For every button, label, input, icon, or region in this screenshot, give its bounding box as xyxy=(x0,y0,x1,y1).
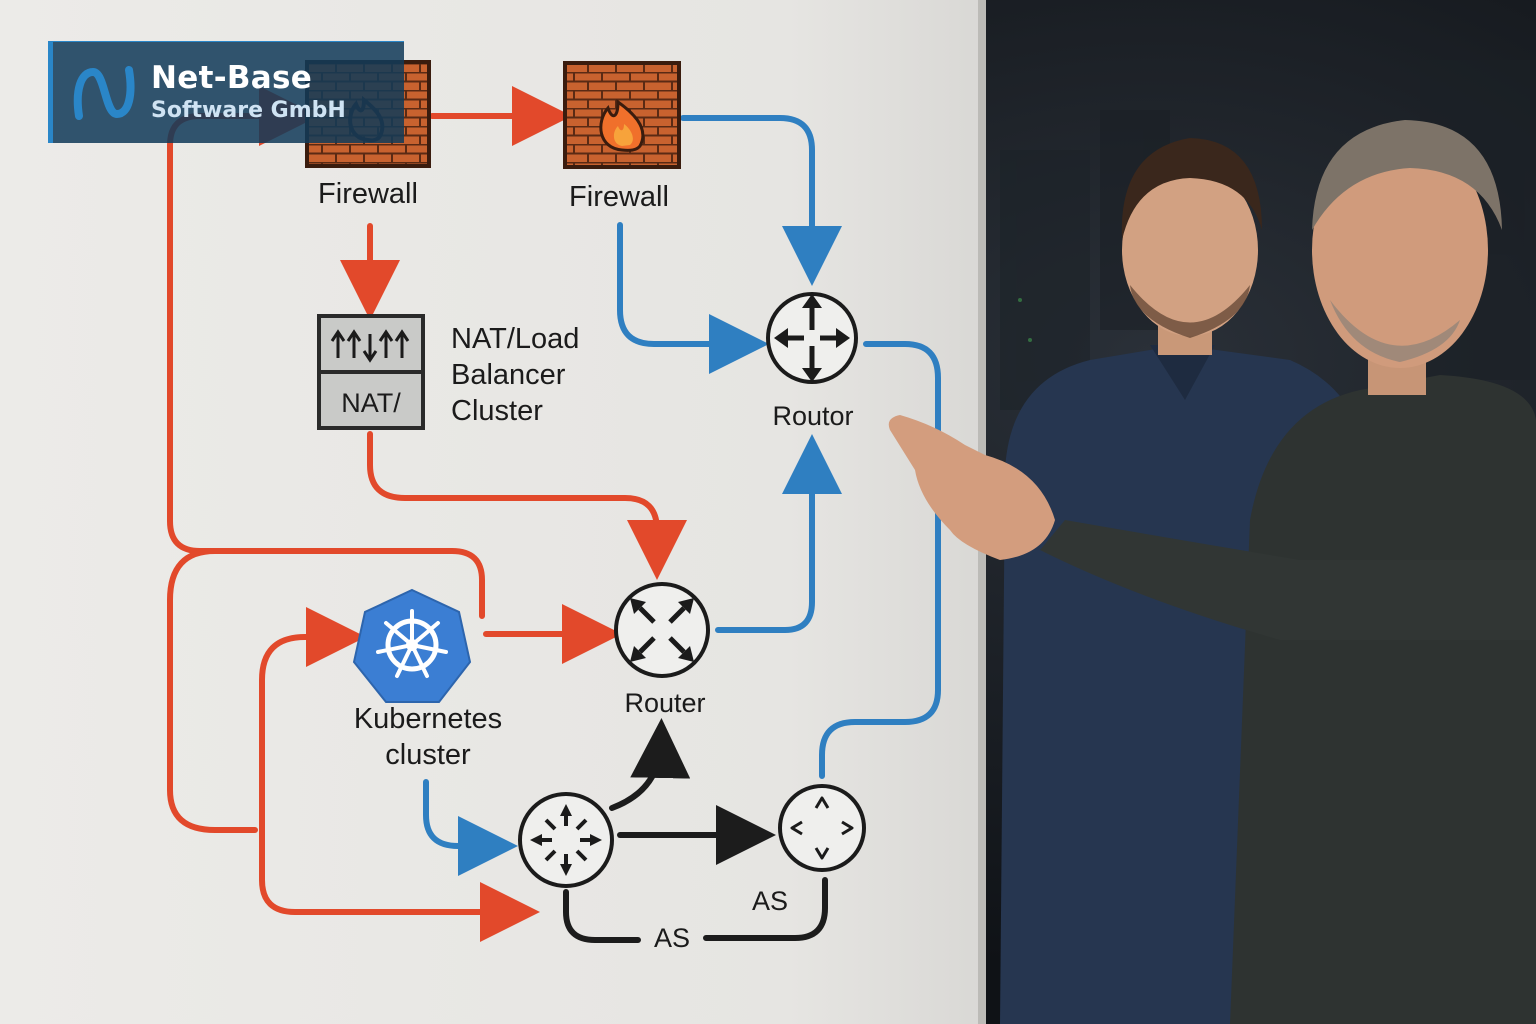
edge-router-bottom-left-to-router xyxy=(609,718,691,811)
edge-nat-to-router xyxy=(367,431,687,580)
edge-router-to-routor xyxy=(715,434,842,633)
edge-outer-loop-left xyxy=(167,548,258,833)
brand-logo: Net-Base Software GmbH xyxy=(48,41,404,143)
load-balancer-icon xyxy=(317,314,425,430)
pointing-arm xyxy=(888,415,1536,640)
router-icon xyxy=(778,784,866,872)
edge-as-connection-right xyxy=(703,877,828,941)
edge-as-connection-left xyxy=(563,889,641,943)
brand-name: Net-Base xyxy=(151,60,313,96)
edge-firewall-right-down-to-routor xyxy=(617,222,769,374)
edge-loop-to-router-bottom-left xyxy=(259,857,540,942)
router-top-label: Routor xyxy=(772,401,853,431)
router-icon xyxy=(766,292,858,384)
edge-routor-outer-loop xyxy=(819,341,941,779)
kubernetes-icon xyxy=(352,588,472,703)
person-right xyxy=(1230,120,1536,1024)
as-label-right: AS xyxy=(752,886,788,916)
whiteboard xyxy=(0,0,985,1024)
nat-label-line-3: Cluster xyxy=(451,395,543,427)
router-mid: Router xyxy=(614,582,710,718)
firewall-right-label: Firewall xyxy=(569,181,669,213)
router-icon xyxy=(614,582,710,678)
edge-loop-to-kubernetes xyxy=(259,607,366,881)
edge-kubernetes-to-router-bottom-left xyxy=(423,779,518,876)
router-bottom-right xyxy=(778,784,866,872)
kubernetes-label-line-1: Kubernetes xyxy=(354,703,502,735)
nat-load-balancer: NAT/ NAT/Load Balancer Cluster xyxy=(317,314,579,430)
as-label-left: AS xyxy=(654,923,690,953)
brand-subtitle: Software GmbH xyxy=(151,98,346,123)
router-top: Routor xyxy=(766,292,858,431)
router-icon xyxy=(518,792,614,888)
nat-label-line-1: NAT/Load xyxy=(451,323,579,355)
edge-firewall-right-to-routor xyxy=(680,115,842,286)
kubernetes-label-line-2: cluster xyxy=(385,739,471,771)
router-mid-label: Router xyxy=(624,688,705,718)
kubernetes-cluster: Kubernetes cluster xyxy=(352,588,502,771)
net-base-logo-icon xyxy=(73,66,135,120)
nat-box-text: NAT/ xyxy=(341,388,401,418)
firewall-icon xyxy=(563,61,681,169)
firewall-right: Firewall xyxy=(563,61,681,213)
router-bottom-left xyxy=(518,792,614,888)
firewall-left-label: Firewall xyxy=(318,178,418,210)
nat-label-line-2: Balancer xyxy=(451,359,566,391)
